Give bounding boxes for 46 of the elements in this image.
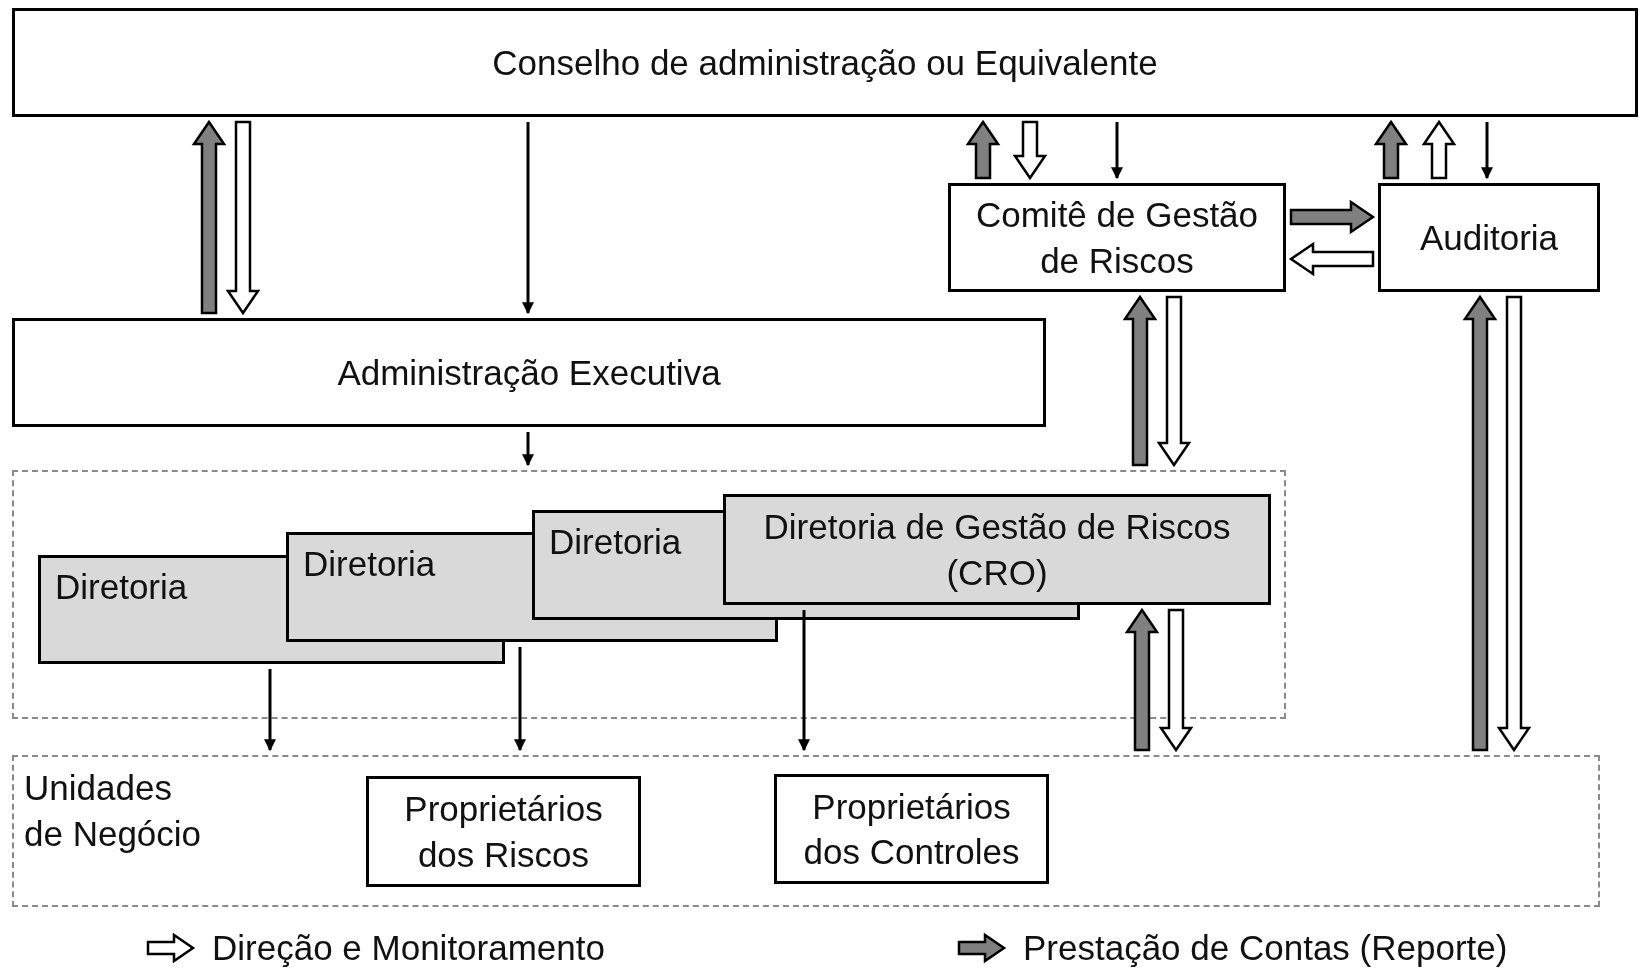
dashed-group-box <box>12 755 1600 907</box>
process-box <box>774 774 1049 884</box>
process-box <box>12 8 1638 117</box>
department-box <box>286 532 532 642</box>
block-arrow <box>225 120 261 316</box>
block-arrow <box>1462 294 1498 752</box>
box-label: Proprietários dos Riscos <box>403 788 604 876</box>
box-label: Administração Executiva <box>337 351 721 394</box>
block-arrow <box>1373 119 1409 180</box>
arrow <box>522 122 534 315</box>
dashed-group-box <box>12 470 1286 719</box>
box-label: Auditoria <box>1419 216 1559 259</box>
block-arrow <box>965 119 1001 180</box>
block-arrow <box>1496 295 1532 753</box>
arrow <box>1481 122 1493 180</box>
block-arrow <box>1421 119 1457 180</box>
department-box <box>532 510 723 620</box>
box-label: Conselho de administração ou Equivalente <box>492 41 1158 84</box>
process-box <box>948 183 1286 292</box>
box-label: Diretoria <box>55 566 188 608</box>
block-arrow <box>1012 120 1048 181</box>
department-box <box>38 555 286 664</box>
legend-label: Prestação de Contas (Reporte) <box>1023 927 1508 969</box>
legend-label: Direção e Monitoramento <box>212 927 605 969</box>
box-label: Diretoria de Gestão de Riscos (CRO) <box>762 506 1232 594</box>
arrow <box>264 669 276 752</box>
box-label: Proprietários dos Controles <box>802 785 1021 873</box>
block-arrow <box>1289 199 1376 235</box>
block-arrow <box>1122 294 1158 467</box>
block-arrow <box>1124 607 1160 752</box>
block-arrow <box>1158 608 1194 753</box>
box-label: Diretoria <box>549 521 682 563</box>
box-label: Comitê de Gestão de Riscos <box>974 194 1260 282</box>
process-box <box>366 776 641 887</box>
group-label: Unidades de Negócio <box>24 767 203 855</box>
arrow <box>522 432 534 467</box>
process-box <box>1378 183 1600 292</box>
process-box <box>12 318 1046 427</box>
arrow <box>1111 122 1123 180</box>
block-arrow <box>1156 295 1192 468</box>
arrow <box>798 610 810 752</box>
arrow <box>514 647 526 752</box>
department-box <box>723 494 1271 605</box>
box-label: Diretoria <box>303 543 436 585</box>
block-arrow <box>1288 241 1375 277</box>
block-arrow <box>191 119 227 315</box>
